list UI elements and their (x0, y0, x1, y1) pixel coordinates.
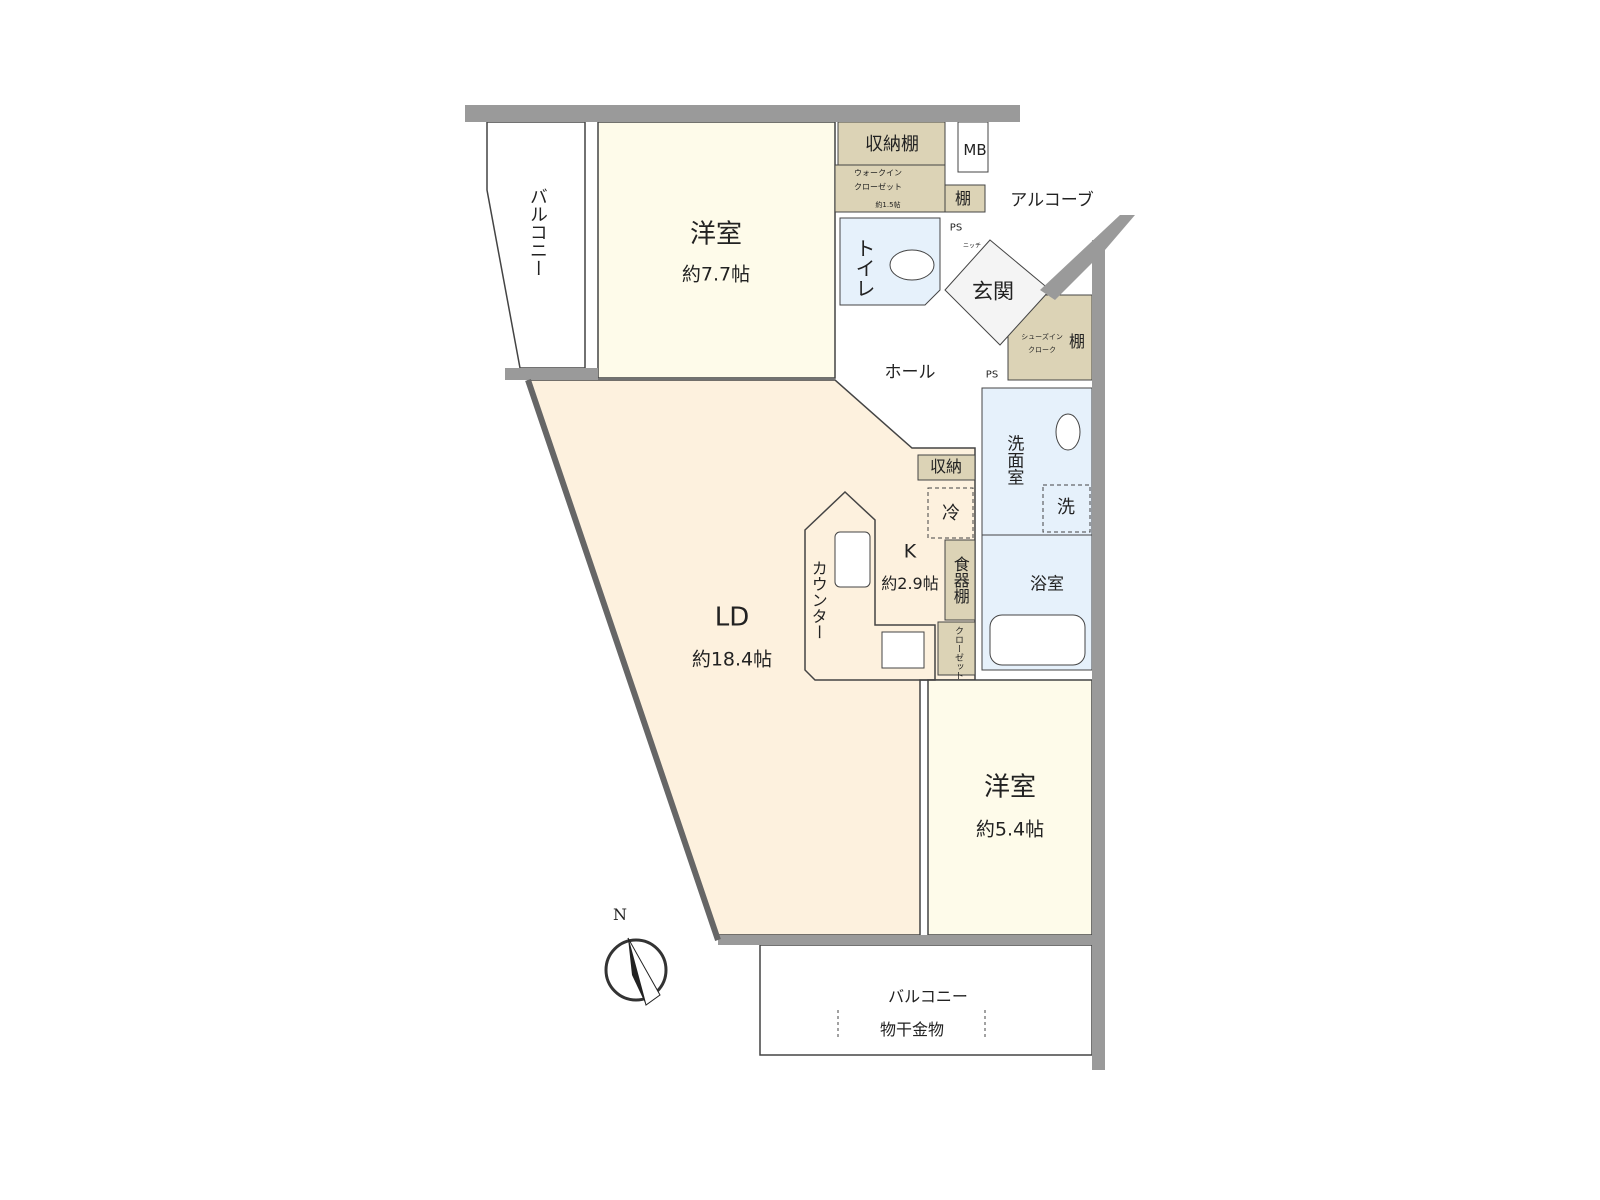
western-room-2-size: 約5.4帖 (975, 818, 1045, 841)
storage-shelf (837, 121, 946, 166)
toilet-label: トイレ (852, 238, 876, 298)
washroom-label: 洗面室 (1003, 434, 1024, 486)
wall-entrance-diagonal (1040, 215, 1135, 300)
bathtub (989, 614, 1086, 666)
alcove-label: アルコーブ (1010, 190, 1094, 211)
storage (917, 454, 976, 481)
wall-right (1092, 240, 1105, 1070)
western-room-2-name: 洋室 (983, 772, 1037, 803)
washroom-floor (981, 387, 1093, 536)
bathroom-label: 浴室 (1030, 574, 1064, 595)
entrance-label: 玄関 (972, 279, 1014, 304)
wall-mid (505, 368, 598, 380)
washer-space (1042, 484, 1091, 533)
western-room-1-name: 洋室 (689, 219, 743, 250)
western-room-1-floor (597, 121, 836, 379)
ld-size: 約18.4帖 (691, 648, 773, 671)
kitchen-size: 約2.9帖 (881, 574, 939, 594)
meter-box (957, 121, 989, 173)
balcony-left-label: バルコニー (526, 187, 548, 277)
meter-box-label: MB (963, 140, 987, 159)
shelf-top (944, 184, 986, 213)
toilet-bowl (889, 249, 935, 281)
wall-bottom (718, 935, 1092, 945)
shoe-in-closet-label-2: クローク (1028, 346, 1056, 355)
shelf-shoe-label: 棚 (1068, 332, 1086, 352)
clothes-drying-label: 物干金物 (879, 1020, 945, 1040)
shelf-top-label: 棚 (954, 189, 972, 209)
cupboard (944, 539, 976, 621)
washer-label: 洗 (1057, 497, 1075, 519)
washbasin (1055, 413, 1081, 451)
fridge-space (927, 487, 974, 539)
ps-bottom-label: PS (985, 369, 999, 381)
compass-north-label: N (613, 905, 627, 925)
western-room-2-floor (927, 679, 1093, 936)
storage-label: 収納 (929, 457, 963, 477)
wic-label-1: ウォークイン (854, 168, 902, 178)
balcony-bottom (759, 944, 1093, 1056)
wall-top (465, 105, 1020, 122)
kitchen-name: K (903, 540, 917, 563)
closet (937, 621, 976, 676)
ps-top-label: PS (949, 222, 963, 234)
cupboard-label: 食器棚 (950, 556, 970, 604)
wic-label-2: クローゼット (854, 182, 902, 192)
kitchen-counter (804, 490, 936, 681)
ld-name: LD (714, 602, 750, 633)
counter-label: カウンター (808, 560, 828, 640)
shoe-in-closet-label-1: シューズイン (1021, 333, 1063, 342)
niche-label: ニッチ (962, 242, 982, 250)
storage-shelf-label: 収納棚 (865, 134, 919, 156)
toilet-floor (839, 217, 941, 306)
fridge-label: 冷 (942, 503, 960, 525)
closet-label: クローゼット (952, 626, 963, 680)
hall-label: ホール (884, 362, 936, 383)
stove (881, 631, 925, 669)
sink (834, 531, 871, 588)
western-room-1-size: 約7.7帖 (681, 263, 751, 286)
entrance-floor (944, 239, 1051, 346)
balcony-bottom-label: バルコニー (888, 987, 968, 1007)
walk-in-closet (834, 164, 946, 213)
compass-icon (604, 937, 668, 1006)
wic-size: 約1.5帖 (875, 201, 901, 210)
